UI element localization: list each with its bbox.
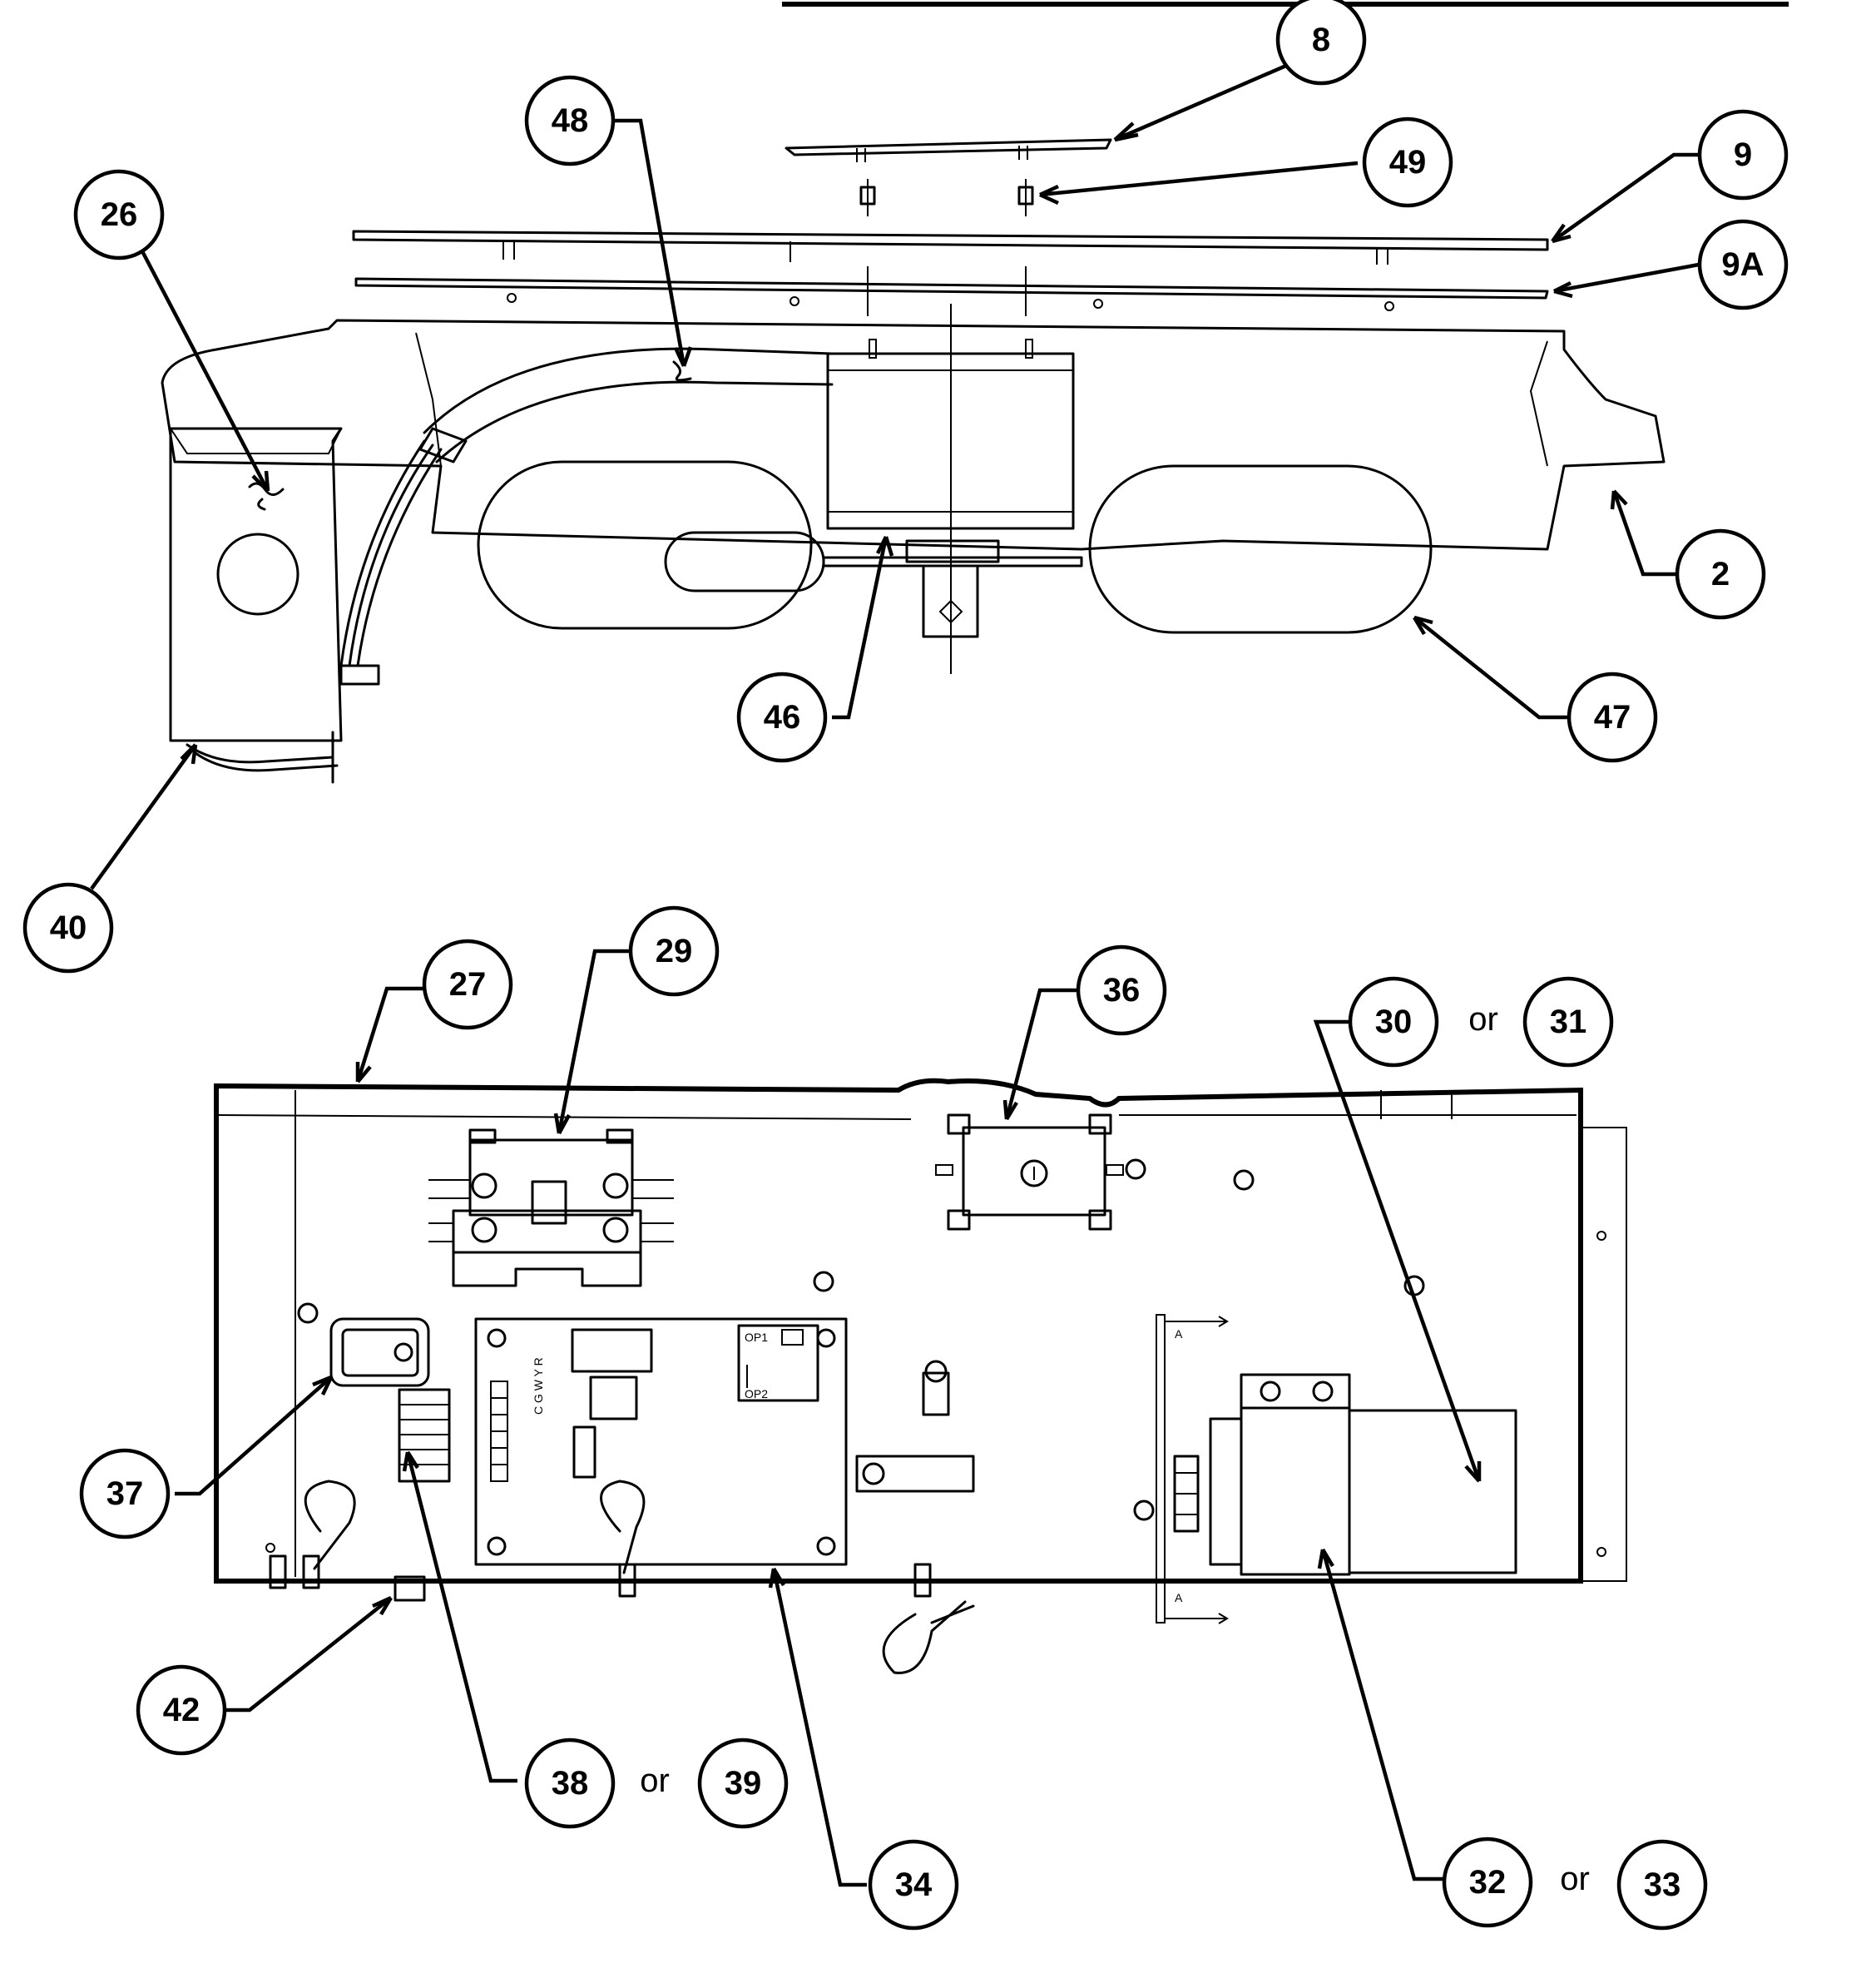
or-label-32-33: or <box>1560 1861 1590 1897</box>
svg-text:38: 38 <box>552 1765 589 1802</box>
part-36-relay <box>935 1113 1124 1231</box>
callout-48: 48 <box>524 75 616 166</box>
wire-ties <box>269 1480 975 1674</box>
callout-8: 8 <box>1275 0 1367 86</box>
callout-9: 9 <box>1697 109 1789 201</box>
svg-text:48: 48 <box>552 102 589 139</box>
op2-label: OP2 <box>745 1387 768 1400</box>
terminal-letters: C G W Y R <box>532 1357 545 1415</box>
part-42-clip <box>394 1575 426 1602</box>
svg-text:37: 37 <box>106 1475 144 1512</box>
callout-26: 26 <box>73 169 165 260</box>
lower-control-panel: OP1 OP2 C G W Y R <box>214 1078 1627 1674</box>
svg-text:2: 2 <box>1711 556 1730 592</box>
svg-text:9A: 9A <box>1721 246 1764 283</box>
svg-text:31: 31 <box>1550 1004 1587 1040</box>
callout-34: 34 <box>868 1839 959 1931</box>
callout-46: 46 <box>736 672 828 763</box>
part-29-contactor <box>428 1128 674 1287</box>
callout-33: 33 <box>1616 1839 1708 1931</box>
svg-text:40: 40 <box>50 910 87 946</box>
wire-harness-tube <box>423 347 834 464</box>
callout-30: 30 <box>1348 976 1439 1068</box>
callout-27: 27 <box>422 939 513 1030</box>
section-a-top: A <box>1175 1327 1183 1341</box>
callout-38: 38 <box>524 1738 616 1829</box>
callout-29: 29 <box>628 905 720 997</box>
bracket-screw-mount <box>855 1360 975 1493</box>
svg-text:39: 39 <box>725 1765 762 1802</box>
part-38-39-terminal-block <box>398 1388 451 1483</box>
callout-2: 2 <box>1675 528 1766 620</box>
upper-assembly <box>161 138 1666 784</box>
callout-37: 37 <box>79 1448 171 1539</box>
leader-lines <box>90 60 1700 1887</box>
center-bracket <box>826 339 1075 530</box>
part-34-circuit-board: OP1 OP2 C G W Y R <box>474 1317 848 1566</box>
part-30-33-transformer-area: A A <box>1156 1314 1517 1624</box>
part-9a-mounting-strip <box>354 277 1549 311</box>
callout-31: 31 <box>1522 976 1614 1068</box>
svg-text:29: 29 <box>656 933 693 969</box>
part-48-wire-clip <box>672 360 692 382</box>
svg-text:42: 42 <box>163 1692 200 1728</box>
callouts: 8 49 9 9A 48 26 2 46 47 40 27 29 36 30 o… <box>22 0 1789 1931</box>
part-46-bracket <box>822 539 1083 638</box>
svg-text:36: 36 <box>1103 972 1141 1009</box>
panel-screws <box>297 1158 1425 1521</box>
callout-47: 47 <box>1567 672 1658 763</box>
svg-text:47: 47 <box>1594 699 1631 736</box>
callout-9a: 9A <box>1697 219 1789 310</box>
svg-text:26: 26 <box>101 196 138 233</box>
svg-text:9: 9 <box>1734 136 1752 173</box>
callout-36: 36 <box>1076 944 1167 1036</box>
callout-49: 49 <box>1362 116 1453 208</box>
svg-text:49: 49 <box>1389 144 1427 181</box>
part-9-top-rail <box>352 230 1549 265</box>
part-37-switch <box>329 1317 430 1387</box>
callout-32: 32 <box>1442 1837 1533 1928</box>
svg-text:32: 32 <box>1469 1864 1507 1901</box>
callout-39: 39 <box>697 1738 789 1829</box>
section-a-bottom: A <box>1175 1591 1183 1604</box>
part-27-control-panel <box>214 1078 1627 1584</box>
part-2-housing <box>161 319 1666 551</box>
svg-text:33: 33 <box>1644 1866 1681 1903</box>
part-8-cover-plate <box>785 138 1112 162</box>
svg-text:34: 34 <box>895 1866 933 1903</box>
op1-label: OP1 <box>745 1331 768 1344</box>
callout-40: 40 <box>22 882 114 974</box>
part-26-electrical-box <box>169 427 443 784</box>
svg-text:46: 46 <box>764 699 801 736</box>
svg-text:27: 27 <box>449 966 487 1003</box>
part-49-nuts <box>859 179 1034 216</box>
part-47-capacitors <box>477 460 1433 634</box>
svg-text:30: 30 <box>1375 1004 1413 1040</box>
or-label-30-31: or <box>1468 1001 1498 1038</box>
or-label-38-39: or <box>640 1762 670 1799</box>
svg-text:8: 8 <box>1312 22 1330 58</box>
callout-42: 42 <box>136 1664 227 1756</box>
